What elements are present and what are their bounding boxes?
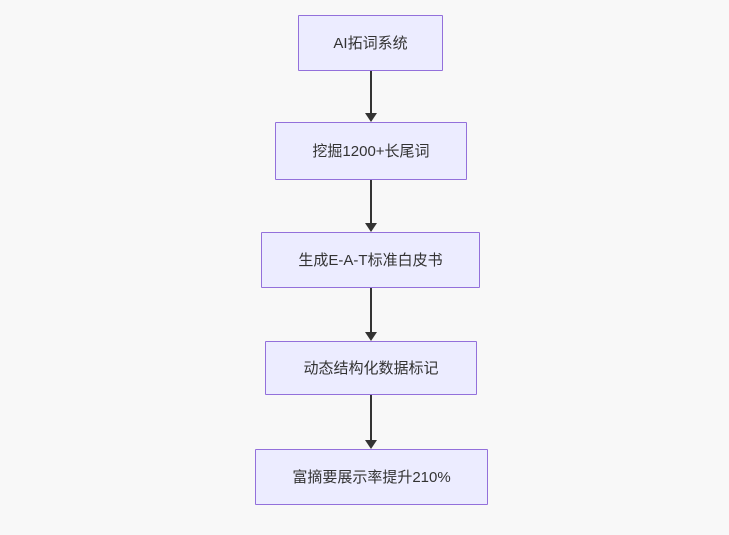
node-longtail-keyword-mining: 挖掘1200+长尾词 <box>275 122 467 180</box>
edge-line <box>370 288 372 332</box>
edge-d-to-e <box>364 395 378 449</box>
node-longtail-keyword-mining-label: 挖掘1200+长尾词 <box>312 142 430 160</box>
edge-a-to-b <box>364 71 378 122</box>
node-rich-snippet-uplift: 富摘要展示率提升210% <box>255 449 488 505</box>
edge-line <box>370 395 372 440</box>
node-ai-expansion-system-label: AI拓词系统 <box>333 34 408 52</box>
edge-line <box>370 180 372 223</box>
edge-b-to-c <box>364 180 378 232</box>
node-rich-snippet-uplift-label: 富摘要展示率提升210% <box>292 468 451 486</box>
node-ai-expansion-system: AI拓词系统 <box>298 15 443 71</box>
node-structured-data-markup: 动态结构化数据标记 <box>265 341 477 395</box>
arrowhead-down-icon <box>365 113 377 122</box>
node-structured-data-markup-label: 动态结构化数据标记 <box>303 359 439 377</box>
arrowhead-down-icon <box>365 223 377 232</box>
edge-c-to-d <box>364 288 378 341</box>
arrowhead-down-icon <box>365 332 377 341</box>
node-eat-whitepaper: 生成E-A-T标准白皮书 <box>261 232 480 288</box>
node-eat-whitepaper-label: 生成E-A-T标准白皮书 <box>298 251 443 269</box>
arrowhead-down-icon <box>365 440 377 449</box>
edge-line <box>370 71 372 113</box>
